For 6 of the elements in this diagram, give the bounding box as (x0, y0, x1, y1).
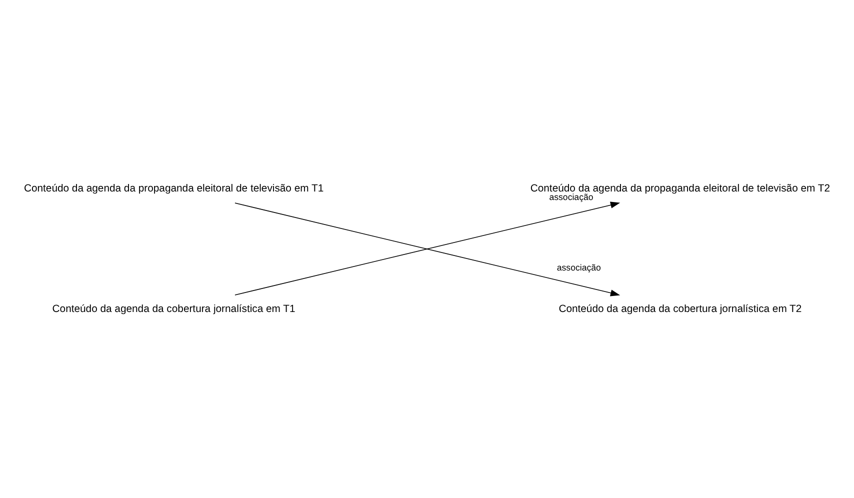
node-text: Conteúdo da agenda da cobertura jornalística em T2 (558, 304, 802, 316)
edge-label: associação (549, 192, 594, 202)
node-text: Conteúdo da agenda da propaganda eleitoral de televisão em T1 (24, 183, 324, 194)
node-text: Conteúdo da agenda da propaganda eleitoral de televisão em T2 (530, 183, 830, 194)
edge-label: associação (556, 262, 601, 273)
node-text: Conteúdo da agenda da cobertura jornalística em T1 (52, 304, 296, 316)
